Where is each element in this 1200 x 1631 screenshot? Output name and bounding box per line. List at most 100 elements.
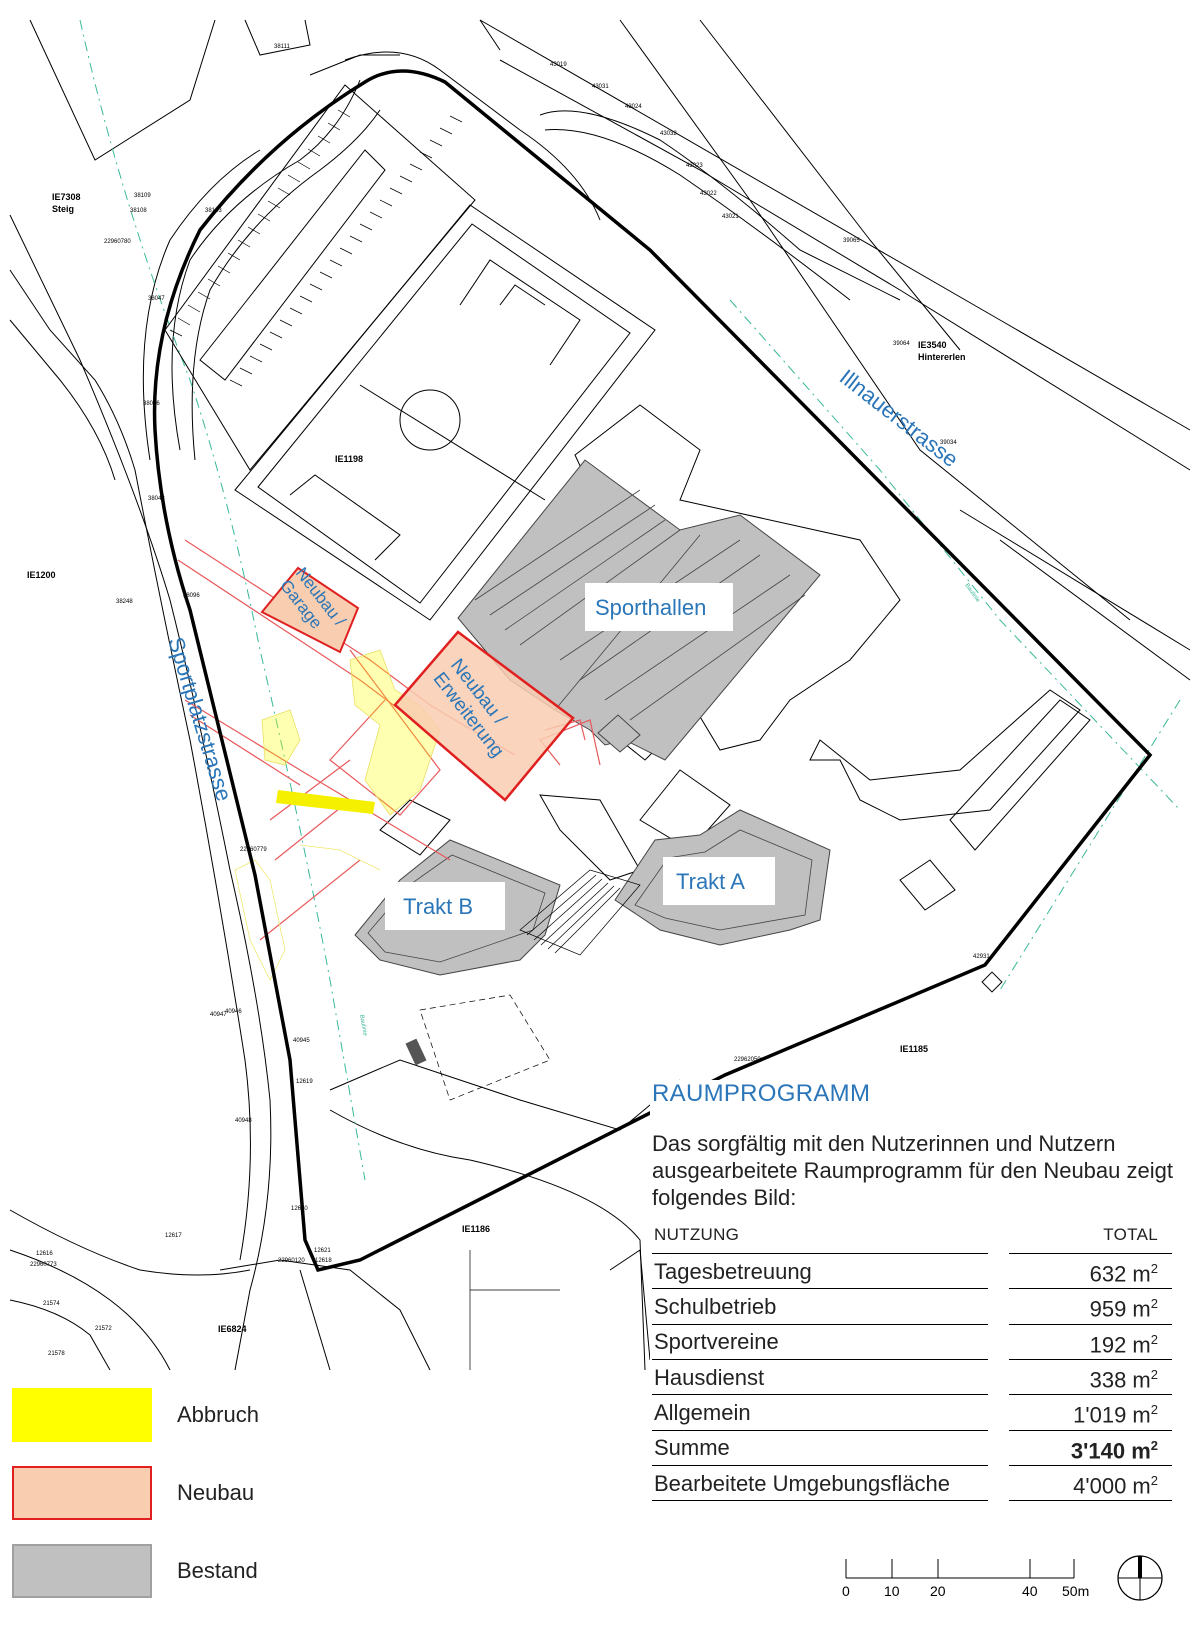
raumprogramm-intro: Das sorgfältig mit den Nutzerinnen und N… [652,1131,1173,1210]
neubau-erweiterung-building [393,630,575,802]
row-value: 338 m2 [1009,1358,1172,1394]
raumprogramm-panel: RAUMPROGRAMM Das sorgfältig mit den Nutz… [652,1080,1182,1502]
column-header-total: TOTAL [1103,1225,1158,1244]
row-name: Bearbeitete Umgebungsfläche [652,1464,989,1502]
legend-swatch-bestand [12,1544,152,1598]
svg-text:21572: 21572 [95,1326,112,1332]
parcel-label-ie6824: IE6824 [218,1324,247,1334]
svg-text:38046: 38046 [143,401,160,407]
svg-text:12616: 12616 [36,1251,53,1257]
parcel-label-ie1186: IE1186 [462,1224,490,1234]
property-boundary [152,69,1153,1273]
baulinie-lines [79,19,1181,1181]
sporthallen-label: Sporthallen [595,595,706,620]
trakt-a-label-box [663,857,775,905]
row-name: Allgemein [652,1394,989,1429]
svg-text:38248: 38248 [116,599,133,605]
table-row: Sportvereine 192 m2 [652,1323,1172,1359]
baulinie-label-south: Baulinie [358,1014,368,1037]
svg-text:22960779: 22960779 [240,847,267,853]
svg-text:39034: 39034 [940,440,957,446]
row-value: 1'019 m2 [1009,1394,1172,1429]
svg-text:12617: 12617 [165,1233,182,1239]
parcel-label-ie7308: IE7308 [52,192,81,202]
svg-text:43032: 43032 [660,131,677,137]
legend-item-abbruch: Abbruch [12,1388,292,1444]
existing-outlines [379,404,1091,1066]
parcel-label-ie1185: IE1185 [900,1044,928,1054]
svg-text:12620: 12620 [291,1206,308,1212]
svg-text:38048: 38048 [148,496,165,502]
survey-point-numbers: 38111 38109 38108 38103 38047 38046 3804… [30,44,990,1357]
staircase [519,869,641,956]
svg-text:39064: 39064 [893,341,910,347]
svg-text:39065: 39065 [843,238,860,244]
street-label-sportplatzstrasse: Sportplatzstrasse [163,634,237,804]
svg-text:38109: 38109 [134,193,151,199]
svg-text:12619: 12619 [296,1079,313,1085]
svg-text:38047: 38047 [148,296,165,302]
svg-text:43031: 43031 [592,84,609,90]
raumprogramm-table: NUTZUNG TOTAL Tagesbetreuung 632 m2 Schu… [652,1219,1172,1502]
sports-field [234,204,656,621]
table-row: Allgemein 1'019 m2 [652,1394,1172,1429]
parcel-label-ie3540: IE3540 [918,340,947,350]
svg-text:38108: 38108 [130,208,147,214]
road-network [9,19,1191,1371]
svg-text:43021: 43021 [722,214,739,220]
row-value: 632 m2 [1009,1253,1172,1288]
svg-text:21574: 21574 [43,1301,60,1307]
svg-text:43024: 43024 [625,104,642,110]
row-name: Sportvereine [652,1323,989,1359]
parking-lot [164,84,476,471]
legend-label-abbruch: Abbruch [177,1402,259,1427]
scale-tick-50m: 50m [1062,1583,1090,1599]
svg-text:43023: 43023 [686,163,703,169]
sporthallen-label-box [585,583,733,631]
legend-swatch-abbruch [12,1388,152,1442]
parcel-label-ie1200: IE1200 [27,570,56,580]
label-sportplatzstrasse: Sportplatzstrasse [163,634,237,804]
row-name: Schulbetrieb [652,1288,989,1323]
parcel-label-ie1198: IE1198 [335,454,363,464]
svg-text:38096: 38096 [183,593,200,599]
legend-label-neubau: Neubau [177,1480,255,1505]
scale-bar-graphic [845,1555,1163,1601]
legend-label-bestand: Bestand [177,1558,258,1583]
north-arrow-icon [1117,1555,1163,1601]
svg-text:22962050: 22962050 [734,1057,761,1063]
row-name: Tagesbetreuung [652,1253,989,1288]
table-row-summe: Summe 3'140 m2 [652,1429,1172,1465]
scale-tick-0: 0 [842,1583,850,1599]
trakt-b-label-box [385,882,505,930]
row-name: Summe [652,1429,989,1465]
row-name: Hausdienst [652,1358,989,1394]
abbruch-areas [234,649,441,981]
svg-text:12621: 12621 [314,1248,331,1254]
row-value: 4'000 m2 [1009,1464,1172,1502]
legend-item-bestand: Bestand [12,1544,292,1600]
svg-text:38111: 38111 [274,44,290,50]
raumprogramm-title: RAUMPROGRAMM [652,1080,871,1107]
svg-text:43022: 43022 [700,191,717,197]
table-row: Hausdienst 338 m2 [652,1358,1172,1394]
table-row: Tagesbetreuung 632 m2 [652,1253,1172,1288]
legend-item-neubau: Neubau [12,1466,292,1522]
svg-text:22960773: 22960773 [30,1262,57,1268]
svg-text:12618: 12618 [315,1258,332,1264]
scale-tick-20: 20 [930,1583,946,1599]
trakt-b-label: Trakt B [403,894,473,919]
parcel-label-hintererlen: Hintererlen [918,352,966,362]
parcel-label-steig: Steig [52,204,74,214]
legend-swatch-neubau [12,1466,152,1520]
row-value: 3'140 m2 [1009,1429,1172,1465]
svg-text:38103: 38103 [205,208,222,214]
svg-text:22960120: 22960120 [278,1258,305,1264]
svg-text:40948: 40948 [235,1118,252,1124]
scale-tick-10: 10 [884,1583,900,1599]
svg-text:40947: 40947 [210,1012,227,1018]
table-row: Schulbetrieb 959 m2 [652,1288,1172,1323]
trakt-a-label: Trakt A [676,869,745,894]
svg-text:43019: 43019 [550,62,567,68]
svg-text:40945: 40945 [293,1038,310,1044]
